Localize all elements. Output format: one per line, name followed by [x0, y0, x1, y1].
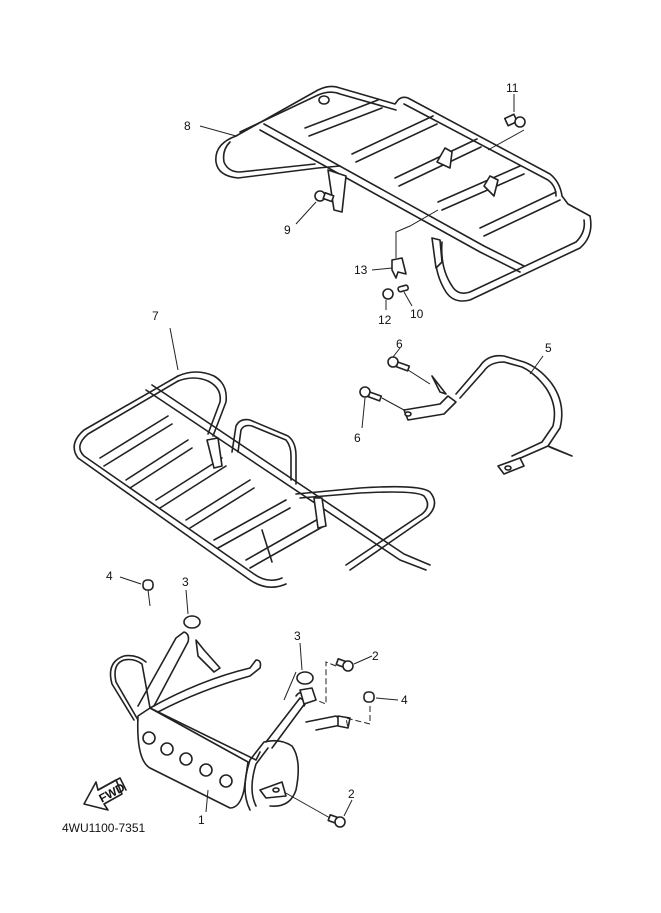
diagram-code: 4WU1100-7351 [62, 821, 145, 835]
clip-13 [391, 257, 407, 279]
callout-2a: 2 [372, 649, 379, 663]
callout-12: 12 [378, 313, 392, 327]
callout-11: 11 [506, 81, 519, 95]
cap-3a [183, 615, 201, 629]
bolt-2b [327, 814, 346, 828]
callout-3b: 3 [294, 629, 301, 643]
nut-12 [382, 288, 394, 300]
front-carrier [73, 371, 436, 588]
callout-13: 13 [354, 263, 368, 277]
cap-4a [142, 579, 154, 591]
callout-2b: 2 [348, 787, 355, 801]
callout-6b: 6 [354, 431, 361, 445]
callout-1: 1 [198, 813, 205, 827]
callout-7: 7 [152, 309, 159, 323]
bolt-11 [503, 113, 526, 128]
fwd-arrow-icon: FWD [83, 777, 128, 811]
cap-4b [363, 691, 375, 703]
callout-8: 8 [184, 119, 191, 133]
front-guard [109, 631, 351, 811]
pin-10 [397, 284, 409, 293]
callout-3a: 3 [182, 575, 189, 589]
callout-9: 9 [284, 223, 291, 237]
callout-10: 10 [410, 307, 424, 321]
small-parts [142, 113, 526, 828]
callout-5: 5 [545, 341, 552, 355]
callout-labels: 8 11 9 13 12 10 7 6 6 5 4 3 3 2 4 1 2 [106, 81, 552, 827]
rear-bracket [403, 354, 573, 475]
cap-3b [296, 671, 314, 685]
bolt-2a [335, 658, 354, 672]
leader-lines [119, 94, 544, 819]
bolt-6b [359, 386, 383, 402]
bolt-9 [314, 190, 335, 203]
callout-4b: 4 [401, 693, 408, 707]
callout-6a: 6 [396, 337, 403, 351]
callout-4a: 4 [106, 569, 113, 583]
rear-carrier [215, 85, 592, 302]
bolt-6a [387, 356, 411, 372]
